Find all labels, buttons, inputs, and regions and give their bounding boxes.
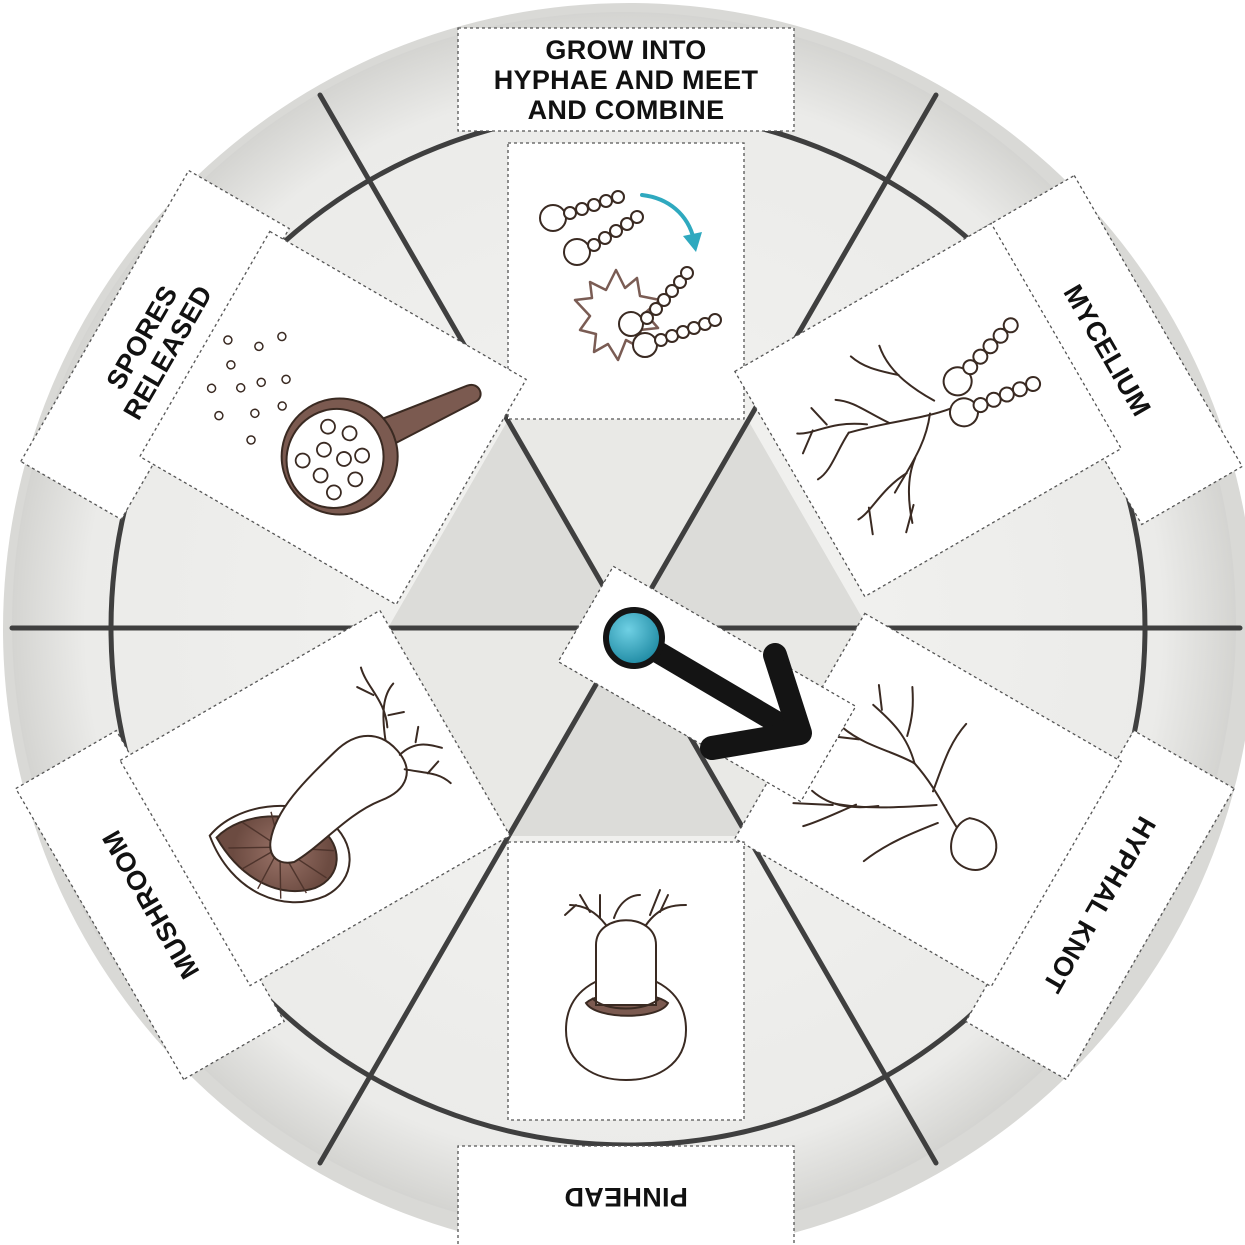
pinhead-icon bbox=[508, 842, 744, 1120]
grow-label-line-2: HYPHAE AND MEET bbox=[494, 65, 759, 95]
stage-label-pinhead: PINHEAD bbox=[458, 1146, 794, 1245]
grow-label-line-1: GROW INTO bbox=[545, 35, 706, 65]
stage-label-grow: GROW INTO HYPHAE AND MEET AND COMBINE bbox=[458, 28, 794, 131]
grow-label-line-3: AND COMBINE bbox=[528, 95, 725, 125]
spore-chain-combine-icon bbox=[508, 143, 744, 419]
spinner-knob[interactable] bbox=[606, 610, 662, 666]
pinhead-label: PINHEAD bbox=[564, 1182, 688, 1212]
